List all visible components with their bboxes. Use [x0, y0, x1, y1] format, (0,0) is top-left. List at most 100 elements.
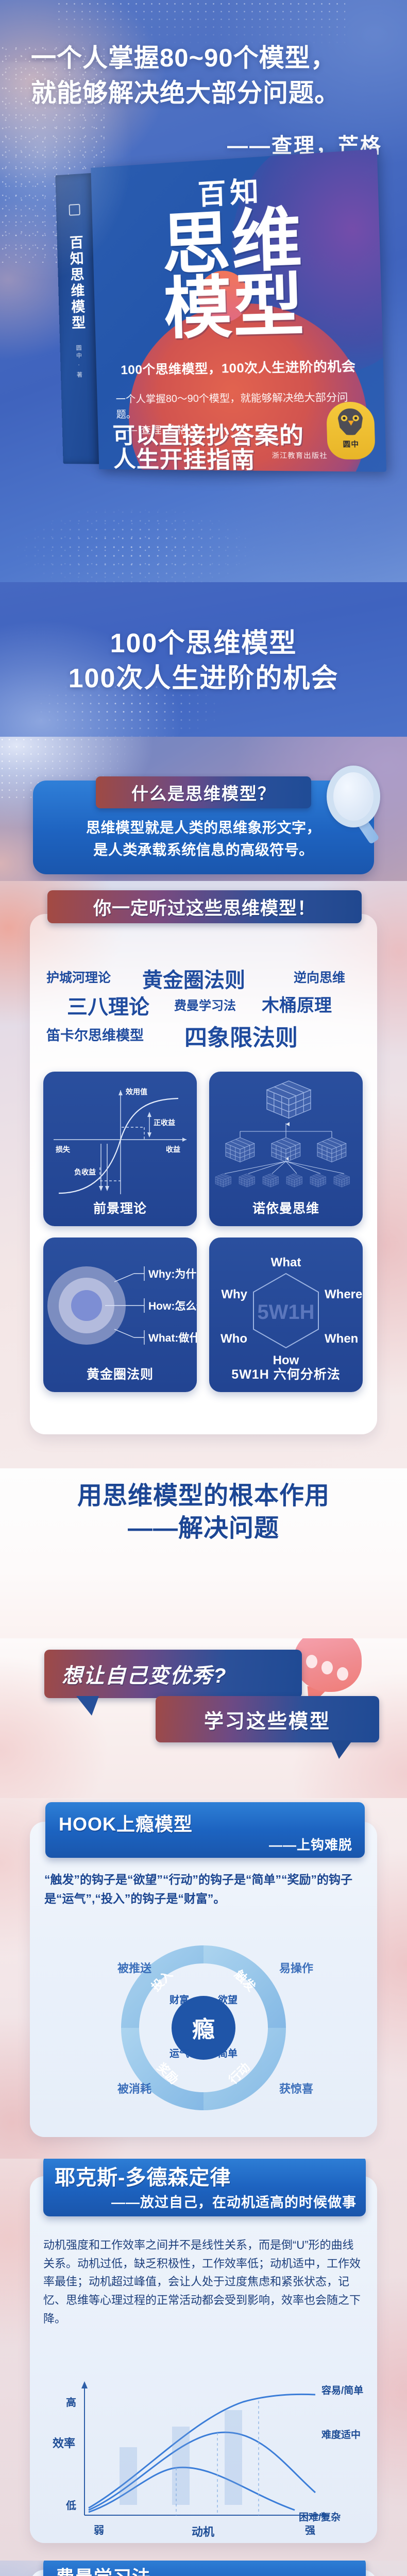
- hook-model-card: [30, 1822, 377, 2137]
- curve-easy: [88, 2393, 316, 2509]
- model-card-caption: 诺依曼思维: [252, 1201, 319, 1216]
- hook-model-section: HOOK上瘾模型 ——上钩难脱 “触发”的钩子是“欲望”“行动”的钩子是“简单”…: [0, 1798, 407, 2159]
- hundred-models-line1: 100个思维模型: [110, 629, 297, 658]
- model-tag: 费曼学习法: [174, 999, 236, 1013]
- hero-quote: 一个人掌握80~90个模型， 就能够解决绝大部分问题。: [31, 41, 392, 111]
- book-cover-quote-text: 一个人掌握80～90个模型，就能够解决绝大部分问题。: [115, 392, 348, 421]
- answer-bubble: 学习这些模型: [156, 1696, 379, 1759]
- yerkes-dodson-body: 动机强度和工作效率之间并不是线性关系，而是倒“U”形的曲线关系。动机过低，缺乏积…: [43, 2239, 361, 2325]
- hook-ring-center-label: 瘾: [192, 2017, 215, 2042]
- hook-model-header: HOOK上瘾模型 ——上钩难脱: [45, 1802, 365, 1858]
- hero-section: 一个人掌握80~90个模型， 就能够解决绝大部分问题。 ——查理，芒格 百知思维…: [0, 0, 407, 582]
- model-diagram-grid: 效用值 正收益 损失 收益 负收益 前景理论: [43, 1072, 363, 1392]
- root-purpose-heading: 用思维模型的根本作用 ——解决问题: [0, 1480, 407, 1545]
- label-when: When: [325, 1332, 358, 1346]
- book-title-line2: 模型: [163, 266, 306, 347]
- model-tag: 三八理论: [67, 996, 149, 1019]
- label-why: Why: [221, 1287, 247, 1301]
- book-front-cover: 百知 思维 模型 100个思维模型，100次人生进阶的机会 一个人掌握80～90…: [91, 149, 387, 472]
- publisher-logo-icon: [69, 204, 80, 216]
- root-purpose-section: 用思维模型的根本作用 ——解决问题: [0, 1468, 407, 1638]
- hundred-models-heading: 100个思维模型 100次人生进阶的机会: [0, 626, 407, 696]
- yd-y-axis-label: 效率: [53, 2437, 75, 2450]
- book-cover-tagline: 可以直接抄答案的 人生开挂指南: [112, 423, 305, 472]
- prospect-x-right-label: 收益: [166, 1145, 180, 1154]
- model-tag: 逆向思维: [294, 971, 346, 985]
- hook-model-body: “触发”的钩子是“欲望”“行动”的钩子是“简单”“奖励”的钩子是“运气”,“投入…: [44, 1873, 352, 1906]
- yd-x-axis-label: 动机: [192, 2526, 214, 2538]
- magnifier-icon: [321, 766, 383, 845]
- golden-circle-diagram: Why:为什么 How:怎么做 What:做什么: [47, 1266, 197, 1345]
- prospect-theory-diagram: 效用值 正收益 损失 收益 负收益: [54, 1088, 186, 1194]
- model-tag: 护城河理论: [46, 971, 111, 985]
- yd-curve-label-hard: 困难/复杂: [299, 2511, 341, 2523]
- hook-outer-push: 被推送: [117, 1962, 151, 1975]
- particle-texture: [31, 659, 247, 737]
- hundred-models-section: 100个思维模型 100次人生进阶的机会: [0, 582, 407, 737]
- publisher-name: 浙江教育出版社: [272, 451, 328, 460]
- what-is-ribbon: 什么是思维模型？: [96, 776, 311, 808]
- hook-model-subtitle: ——上钩难脱: [268, 1837, 352, 1853]
- model-card-neumann: 诺依曼思维: [209, 1072, 363, 1226]
- question-bubble-label: 想让自己变优秀?: [62, 1665, 227, 1687]
- call-to-learn-section: 想让自己变优秀? 学习这些模型: [0, 1638, 407, 1798]
- model-card-caption: 黄金圈法则: [86, 1367, 154, 1382]
- hundred-models-line2: 100次人生进阶的机会: [68, 663, 339, 693]
- book-spine-title: 百知思维模型: [67, 234, 86, 332]
- yerkes-dodson-chart: 效率 动机 高 低 弱 强 容易/简单 难度适中 困难/复杂: [53, 2381, 363, 2538]
- hook-model-title: HOOK上瘾模型: [59, 1814, 193, 1835]
- model-tag: 笛卡尔思维模型: [46, 1028, 144, 1043]
- book-3d: 百知思维模型 圆中 · 著 百知 思维 模型 100个思维模型，100次人生进阶…: [55, 149, 387, 472]
- five-w-one-h-center-label: 5W1H: [257, 1301, 314, 1324]
- feynman-title: 费曼学习法: [56, 2563, 151, 2576]
- hook-inner-wealth: 财富: [169, 1994, 189, 2006]
- yd-y-tick-low: 低: [65, 2499, 76, 2512]
- book-spine-author: 圆中 · 著: [75, 345, 82, 380]
- neumann-thinking-diagram: [215, 1080, 350, 1188]
- known-models-ribbon-label: 你一定听过这些思维模型！: [93, 898, 316, 919]
- yerkes-dodson-title: 耶克斯-多德森定律: [55, 2166, 231, 2189]
- yd-y-tick-high: 高: [66, 2396, 76, 2409]
- feynman-section: 费曼学习法 ——公认的终极学习法 教别人需要整合所有的学习步骤，教别人自然也能提…: [0, 2561, 407, 2576]
- hook-inner-desire: 欲望: [217, 1994, 238, 2006]
- particle-texture-left: [0, 46, 108, 263]
- model-tag: 黄金圈法则: [142, 969, 245, 992]
- what-is-body: 思维模型就是人类的思维象形文字， 是人类承载系统信息的高级符号。: [33, 817, 374, 861]
- model-card-caption: 5W1H 六何分析法: [231, 1367, 341, 1382]
- prospect-y-axis-label: 效用值: [126, 1088, 147, 1096]
- model-card-golden-circle: Why:为什么 How:怎么做 What:做什么 黄金圈法则: [43, 1238, 197, 1392]
- model-tag: 四象限法则: [184, 1025, 298, 1050]
- question-bubble: 想让自己变优秀?: [44, 1650, 302, 1716]
- prospect-neg-label: 负收益: [74, 1168, 96, 1176]
- root-purpose-line1: 用思维模型的根本作用: [77, 1482, 330, 1510]
- known-models-section: 你一定听过这些思维模型！ 护城河理论 黄金圈法则 逆向思维 三八理论 费曼学习法…: [0, 881, 407, 1468]
- particle-texture-top: [57, 0, 345, 46]
- owl-icon: [335, 406, 366, 437]
- yd-x-tick-weak: 弱: [94, 2524, 104, 2536]
- curve-hard: [88, 2466, 295, 2513]
- golden-circle-label-what: What:做什么: [148, 1332, 197, 1344]
- what-is-ribbon-label: 什么是思维模型？: [131, 784, 276, 803]
- what-is-section: 什么是思维模型？ 思维模型就是人类的思维象形文字， 是人类承载系统信息的高级符号…: [0, 737, 407, 881]
- golden-circle-label-how: How:怎么做: [148, 1300, 197, 1312]
- yerkes-dodson-section: 耶克斯-多德森定律 ——放过自己，在动机适高的时候做事 动机强度和工作效率之间并…: [0, 2159, 407, 2561]
- hook-outer-surprise: 获惊喜: [279, 2082, 313, 2095]
- what-is-body-line2: 是人类承载系统信息的高级符号。: [93, 842, 314, 858]
- answer-bubble-label: 学习这些模型: [204, 1710, 331, 1733]
- book-spine: 百知思维模型 圆中 · 著: [55, 173, 100, 464]
- hook-cycle-diagram: 瘾 触发 行动 奖励 投入 欲望 简单 运气 财富 被推送 易操作 获惊喜 被消…: [117, 1945, 313, 2110]
- golden-circle-label-why: Why:为什么: [148, 1268, 197, 1280]
- prospect-x-left-label: 损失: [56, 1145, 71, 1154]
- feynman-header: 费曼学习法 ——公认的终极学习法: [43, 2561, 366, 2576]
- model-card-prospect-theory: 效用值 正收益 损失 收益 负收益 前景理论: [43, 1072, 197, 1226]
- hero-quote-line1: 一个人掌握80~90个模型，: [31, 44, 336, 72]
- hook-outer-easy: 易操作: [279, 1962, 313, 1975]
- yd-x-tick-strong: 强: [305, 2525, 315, 2536]
- known-models-ribbon: 你一定听过这些思维模型！: [47, 890, 362, 923]
- hook-inner-simple: 简单: [218, 2047, 238, 2059]
- model-card-caption: 前景理论: [93, 1201, 147, 1216]
- model-name-cloud: 护城河理论 黄金圈法则 逆向思维 三八理论 费曼学习法 木桶原理 笛卡尔思维模型…: [30, 963, 377, 1056]
- hook-inner-luck: 运气: [169, 2047, 189, 2059]
- hero-quote-line2: 就能够解决绝大部分问题。: [31, 79, 341, 107]
